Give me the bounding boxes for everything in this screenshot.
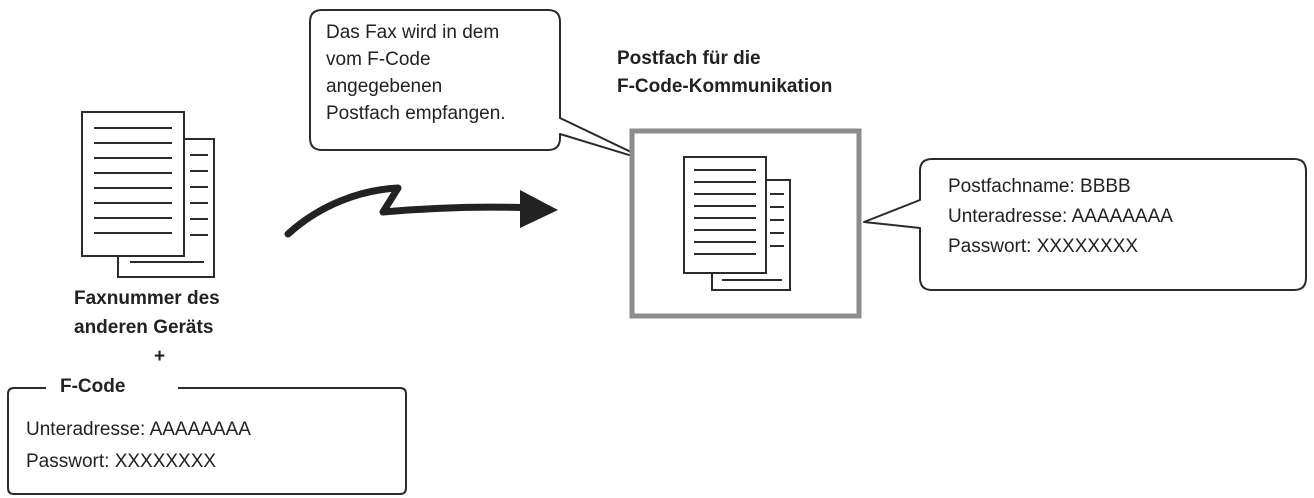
fax-callout-line3: angegebenen bbox=[326, 76, 443, 97]
plus-sign: + bbox=[154, 346, 166, 367]
mailbox-callout-text: Postfachname: BBBB Unteradresse: AAAAAAA… bbox=[948, 172, 1173, 262]
fcode-groupbox bbox=[7, 387, 407, 495]
transmission-arrow-icon bbox=[284, 184, 558, 238]
fax-callout-line2: vom F-Code bbox=[326, 49, 431, 70]
mailbox-title-line2: F-Code-Kommunikation bbox=[617, 76, 833, 97]
fax-callout-bubble bbox=[309, 9, 653, 163]
fax-callout-line4: Postfach empfangen. bbox=[326, 103, 506, 124]
fax-callout-line1: Das Fax wird in dem bbox=[326, 22, 500, 43]
fcode-title: F-Code bbox=[60, 376, 126, 397]
mailbox-document-icon bbox=[683, 156, 791, 291]
mailbox-title: Postfach für die F-Code-Kommunikation bbox=[617, 45, 832, 101]
mailbox-subaddress-text: Unteradresse: AAAAAAAA bbox=[948, 206, 1173, 227]
fcode-subaddress-text: Unteradresse: AAAAAAAA bbox=[26, 419, 251, 440]
sender-label-line1: Faxnummer des bbox=[74, 288, 220, 309]
fcode-password-text: Passwort: XXXXXXXX bbox=[26, 451, 217, 472]
fcode-content: Unteradresse: AAAAAAAA Passwort: XXXXXXX… bbox=[26, 414, 251, 478]
fax-callout-text: Das Fax wird in dem vom F-Code angegeben… bbox=[326, 19, 506, 127]
mailbox-password-text: Passwort: XXXXXXXX bbox=[948, 236, 1139, 257]
sender-label: Faxnummer des anderen Geräts bbox=[74, 284, 220, 342]
sender-label-line2: anderen Geräts bbox=[74, 317, 214, 338]
mailbox-title-line1: Postfach für die bbox=[617, 48, 761, 69]
mailbox-name-text: Postfachname: BBBB bbox=[948, 176, 1131, 197]
mailbox-callout-bubble bbox=[863, 158, 1307, 291]
sender-document-icon bbox=[81, 111, 215, 278]
